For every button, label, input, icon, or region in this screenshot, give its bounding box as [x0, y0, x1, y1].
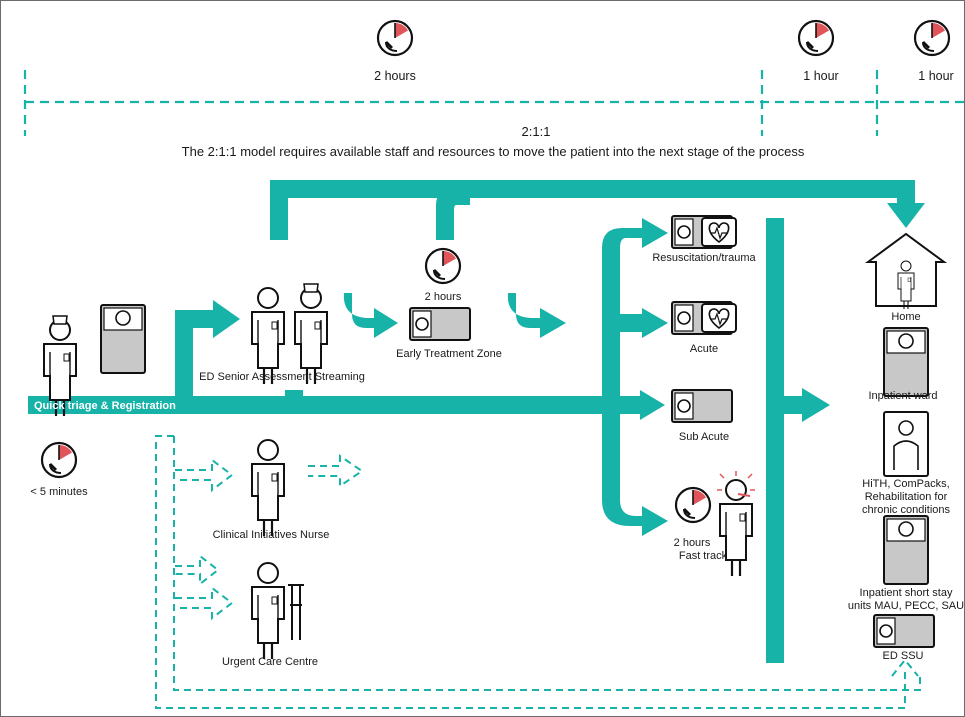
- nurse-icon: [42, 315, 78, 418]
- acute-label: Acute: [689, 343, 719, 355]
- treatment-beds: [671, 215, 755, 578]
- ed-ssu-label: ED SSU: [882, 650, 924, 662]
- resus-label: Resuscitation/trauma: [652, 252, 756, 264]
- home-label: Home: [891, 311, 921, 323]
- clinical-nurse: [250, 438, 286, 538]
- triage-area: [40, 304, 146, 479]
- short-stay-label-line1: Inpatient short stay: [859, 587, 953, 599]
- triage-time-label: < 5 minutes: [30, 486, 88, 498]
- timeline-stage2-time: 1 hour: [803, 69, 839, 83]
- timeline-stage1-time: 2 hours: [374, 69, 416, 83]
- timeline-clock-icons: [376, 19, 951, 57]
- fast-track-time: 2 hours: [673, 537, 711, 549]
- urgent-care-label: Urgent Care Centre: [222, 656, 318, 668]
- bed-icon: [409, 307, 471, 341]
- model-description: The 2:1:1 model requires available staff…: [181, 144, 805, 159]
- timeline-stage3-time: 1 hour: [918, 69, 954, 83]
- flow-arrows: [28, 180, 925, 663]
- bed-icon: [671, 389, 733, 423]
- clock-icon: [674, 486, 712, 524]
- dashed-flow: [155, 435, 921, 709]
- crutch-icon: [288, 584, 304, 640]
- sub-acute-label: Sub Acute: [678, 431, 730, 443]
- destinations: [864, 232, 948, 648]
- early-treatment-time: 2 hours: [424, 291, 462, 303]
- inpatient-ward-label: Inpatient ward: [868, 390, 938, 402]
- clock-icon: [376, 19, 414, 57]
- fast-track-label: Fast track: [678, 550, 728, 562]
- nurse-icon: [250, 438, 286, 538]
- nurse-icon: [293, 283, 329, 386]
- timeline: [23, 70, 965, 136]
- doctor-icon: [250, 286, 286, 386]
- hith-label-line1: HiTH, ComPacks,: [862, 478, 950, 490]
- clock-icon: [913, 19, 951, 57]
- ed-senior-staff: [250, 283, 329, 386]
- urgent-care: [250, 561, 304, 661]
- early-treatment-label: Early Treatment Zone: [396, 348, 502, 360]
- clinical-nurse-label: Clinical Initiatives Nurse: [212, 529, 330, 541]
- hith-label-line2: Rehabilitation for: [864, 491, 948, 503]
- bed-icon: [883, 327, 929, 397]
- sick-patient-icon: [717, 471, 755, 578]
- clock-icon: [40, 441, 78, 479]
- quick-triage-label: Quick triage & Registration: [34, 400, 176, 412]
- bed-icon: [873, 614, 935, 648]
- house-icon: [864, 232, 948, 310]
- bed-icon: [883, 411, 929, 477]
- hith-label-line3: chronic conditions: [861, 504, 951, 516]
- bed-icon: [883, 515, 929, 585]
- monitor-icon: [701, 303, 737, 333]
- clock-icon: [797, 19, 835, 57]
- patient-icon: [250, 561, 286, 661]
- bed-icon: [100, 304, 146, 374]
- short-stay-label-line2: units MAU, PECC, SAU: [847, 600, 965, 612]
- clock-icon: [424, 247, 462, 285]
- ed-senior-label: ED Senior Assessment Streaming: [199, 371, 365, 383]
- model-ratio: 2:1:1: [521, 124, 551, 139]
- monitor-icon: [701, 217, 737, 247]
